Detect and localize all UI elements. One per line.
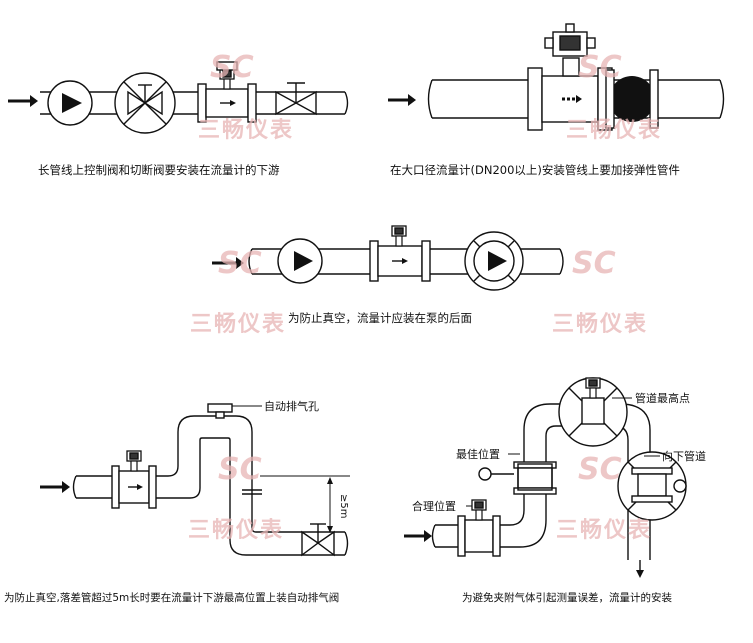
watermark-brand: 三畅仪表 [198,118,295,143]
label-reasonable-position: 合理位置 [412,500,456,513]
diagram-3 [212,225,564,291]
label-five-m: ≥5m [338,494,349,519]
caption-diagram-2: 在大口径流量计(DN200以上)安装管线上要加接弹性管件 [390,163,680,177]
label-highest-point: 管道最高点 [635,392,690,405]
diagram-1 [8,61,349,134]
caption-diagram-4: 为防止真空,落差管超过5m长时要在流量计下游最高位置上装自动排气阀 [4,592,340,604]
watermark-logo: SC [578,452,622,487]
caption-diagram-5: 为避免夹附气体引起测量误差，流量计的安装 [462,592,672,604]
diagram-5 [404,377,687,578]
label-best-position: 最佳位置 [456,448,500,461]
watermark-brand: 三畅仪表 [566,118,663,143]
watermark-brand: 三畅仪表 [190,312,287,337]
caption-diagram-3: 为防止真空，流量计应装在泵的后面 [288,311,472,325]
watermark-brand: 三畅仪表 [552,312,649,337]
diagram-2 [388,23,725,131]
leader-lines [232,397,660,507]
watermark-brand: 三畅仪表 [188,518,285,543]
watermark-logo: SC [218,452,262,487]
label-down-pipe: 向下管道 [662,450,706,463]
diagram-4 [40,403,350,557]
watermark-logo: SC [578,50,622,85]
watermark-logo: SC [572,246,616,281]
caption-diagram-1: 长管线上控制阀和切断阀要安装在流量计的下游 [38,163,280,177]
label-auto-vent: 自动排气孔 [264,400,319,413]
watermark-logo: SC [218,246,262,281]
watermark-brand: 三畅仪表 [556,518,653,543]
watermark-logo: SC [210,50,254,85]
